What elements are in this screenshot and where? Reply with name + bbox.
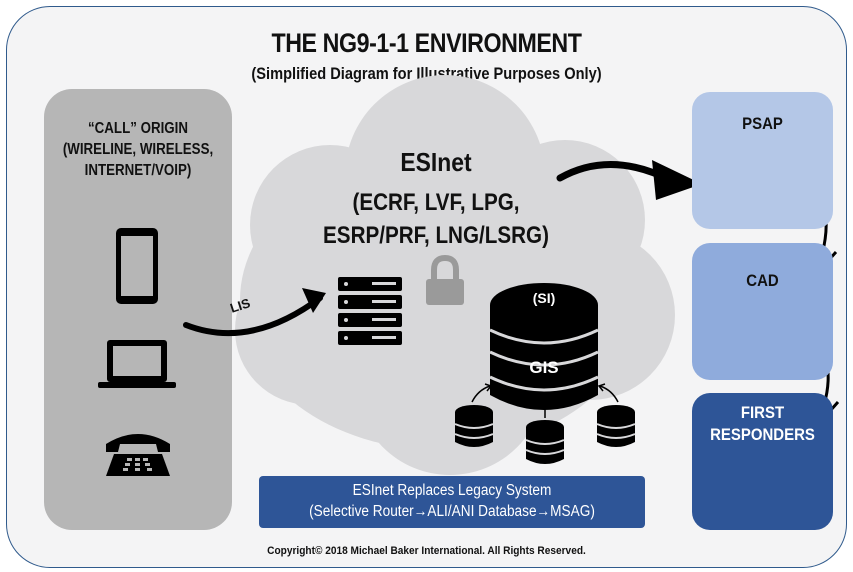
esinet-components-line-2: ESRP/PRF, LNG/LSRG)	[323, 222, 549, 249]
smartphone-icon	[116, 228, 158, 304]
esinet-cloud	[235, 75, 675, 475]
sync-arrows	[471, 383, 619, 418]
first-responders-box: FIRST RESPONDERS	[692, 393, 833, 530]
call-origin-types-2: INTERNET/VOIP)	[84, 162, 192, 179]
small-database-left-icon	[454, 405, 494, 447]
lis-arrow	[183, 288, 326, 337]
small-database-center-icon	[525, 420, 565, 464]
esinet-components-line-1: (ECRF, LVF, LPG,	[352, 189, 520, 216]
copyright-notice: Copyright© 2018 Michael Baker Internatio…	[267, 545, 586, 557]
small-database-right-icon	[596, 405, 636, 447]
esinet-to-psap-arrow	[556, 160, 702, 200]
first-responders-label-2: RESPONDERS	[710, 425, 815, 444]
diagram-title: THE NG9-1-1 ENVIRONMENT	[271, 28, 582, 58]
legacy-line-2: (Selective Router→ALI/ANI Database→MSAG)	[309, 503, 595, 520]
telephone-icon	[106, 434, 170, 476]
gis-label: GIS	[529, 358, 559, 377]
call-origin-title: “CALL” ORIGIN	[88, 120, 188, 137]
cad-label: CAD	[746, 271, 779, 290]
diagram-subtitle: (Simplified Diagram for Illustrative Pur…	[251, 64, 602, 83]
si-label: (SI)	[532, 290, 556, 306]
psap-label: PSAP	[742, 114, 783, 133]
legacy-line-1: ESInet Replaces Legacy System	[352, 482, 552, 499]
esinet-title: ESInet	[400, 147, 472, 177]
psap-box: PSAP	[692, 92, 833, 229]
call-origin-types-1: (WIRELINE, WIRELESS,	[62, 141, 214, 158]
first-responders-label-1: FIRST	[740, 403, 785, 422]
lock-icon	[426, 254, 464, 305]
call-origin-label: “CALL” ORIGIN (WIRELINE, WIRELESS, INTER…	[57, 118, 219, 181]
laptop-icon	[98, 340, 176, 388]
gis-database-icon	[489, 283, 599, 410]
esinet-components: (ECRF, LVF, LPG, ESRP/PRF, LNG/LSRG)	[285, 186, 588, 252]
server-icon	[338, 277, 402, 345]
legacy-system-box: ESInet Replaces Legacy System (Selective…	[259, 476, 645, 528]
cad-box: CAD	[692, 243, 833, 380]
